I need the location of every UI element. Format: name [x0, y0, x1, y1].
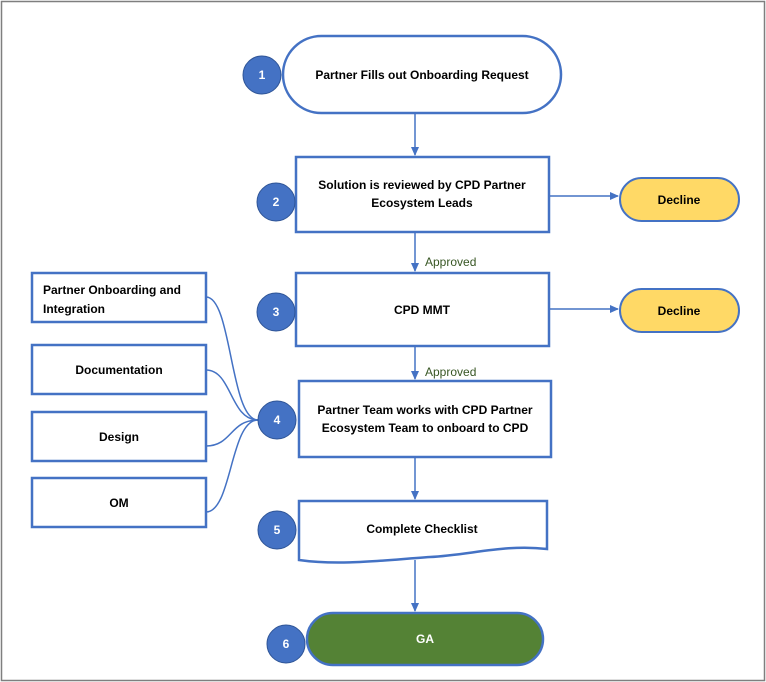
step-4-number: 4 [274, 413, 281, 427]
edge-label-approved-2: Approved [425, 365, 476, 379]
input-onboarding-label-line1: Partner Onboarding and [43, 283, 181, 297]
step-1-node[interactable]: Partner Fills out Onboarding Request [281, 34, 563, 115]
decline-2-label: Decline [658, 304, 701, 318]
step-5-node[interactable]: Complete Checklist [297, 499, 549, 564]
step-6-shape [305, 611, 545, 667]
decline-1-label: Decline [658, 193, 701, 207]
step-5-shape [297, 499, 549, 564]
step-2-badge: 2 [256, 182, 296, 222]
step-3-number: 3 [273, 305, 280, 319]
step-1-number: 1 [259, 68, 266, 82]
step-2-label-line1: Solution is reviewed by CPD Partner [318, 178, 526, 192]
step-2-label-line2: Ecosystem Leads [371, 196, 473, 210]
step-6-number: 6 [283, 637, 290, 651]
step-1-shape [281, 34, 563, 115]
step-4-node[interactable]: Partner Team works with CPD Partner Ecos… [297, 379, 553, 459]
step-2-shape [294, 155, 551, 234]
connector-input-onboarding [205, 296, 259, 421]
step-4-label-line1: Partner Team works with CPD Partner [317, 403, 533, 417]
input-documentation-shape [30, 343, 208, 396]
step-4-badge: 4 [257, 400, 297, 440]
connector-input-design [205, 419, 259, 447]
step-3-label: CPD MMT [394, 303, 451, 317]
decline-node-1[interactable]: Decline [619, 177, 740, 222]
input-onboarding-shape [30, 271, 208, 324]
input-design-label: Design [99, 430, 139, 444]
decline-1-shape [619, 177, 740, 222]
edge-label-approved-1: Approved [425, 255, 476, 269]
step-3-shape [294, 271, 551, 348]
step-5-number: 5 [274, 523, 281, 537]
step-4-label-line2: Ecosystem Team to onboard to CPD [322, 421, 529, 435]
step-2-number: 2 [273, 195, 280, 209]
connector-input-om [205, 419, 259, 513]
step-1-badge: 1 [242, 55, 282, 95]
step-5-label: Complete Checklist [366, 522, 477, 536]
step-5-badge: 5 [257, 510, 297, 550]
decline-node-2[interactable]: Decline [619, 288, 740, 333]
step-3-node[interactable]: CPD MMT [294, 271, 551, 348]
input-box-om[interactable]: OM [30, 476, 208, 529]
decline-2-shape [619, 288, 740, 333]
input-box-onboarding[interactable]: Partner Onboarding and Integration [30, 271, 208, 324]
step-6-node[interactable]: GA [305, 611, 545, 667]
step-6-badge: 6 [266, 624, 306, 664]
step-4-shape [297, 379, 553, 459]
step-6-label: GA [416, 632, 434, 646]
step-3-badge: 3 [256, 292, 296, 332]
input-om-label: OM [109, 496, 128, 510]
step-2-node[interactable]: Solution is reviewed by CPD Partner Ecos… [294, 155, 551, 234]
input-design-shape [30, 410, 208, 463]
connector-input-documentation [205, 369, 259, 421]
input-onboarding-label-line2: Integration [43, 302, 105, 316]
input-om-shape [30, 476, 208, 529]
input-box-documentation[interactable]: Documentation [30, 343, 208, 396]
input-documentation-label: Documentation [75, 363, 162, 377]
input-box-design[interactable]: Design [30, 410, 208, 463]
step-1-label: Partner Fills out Onboarding Request [315, 68, 528, 82]
